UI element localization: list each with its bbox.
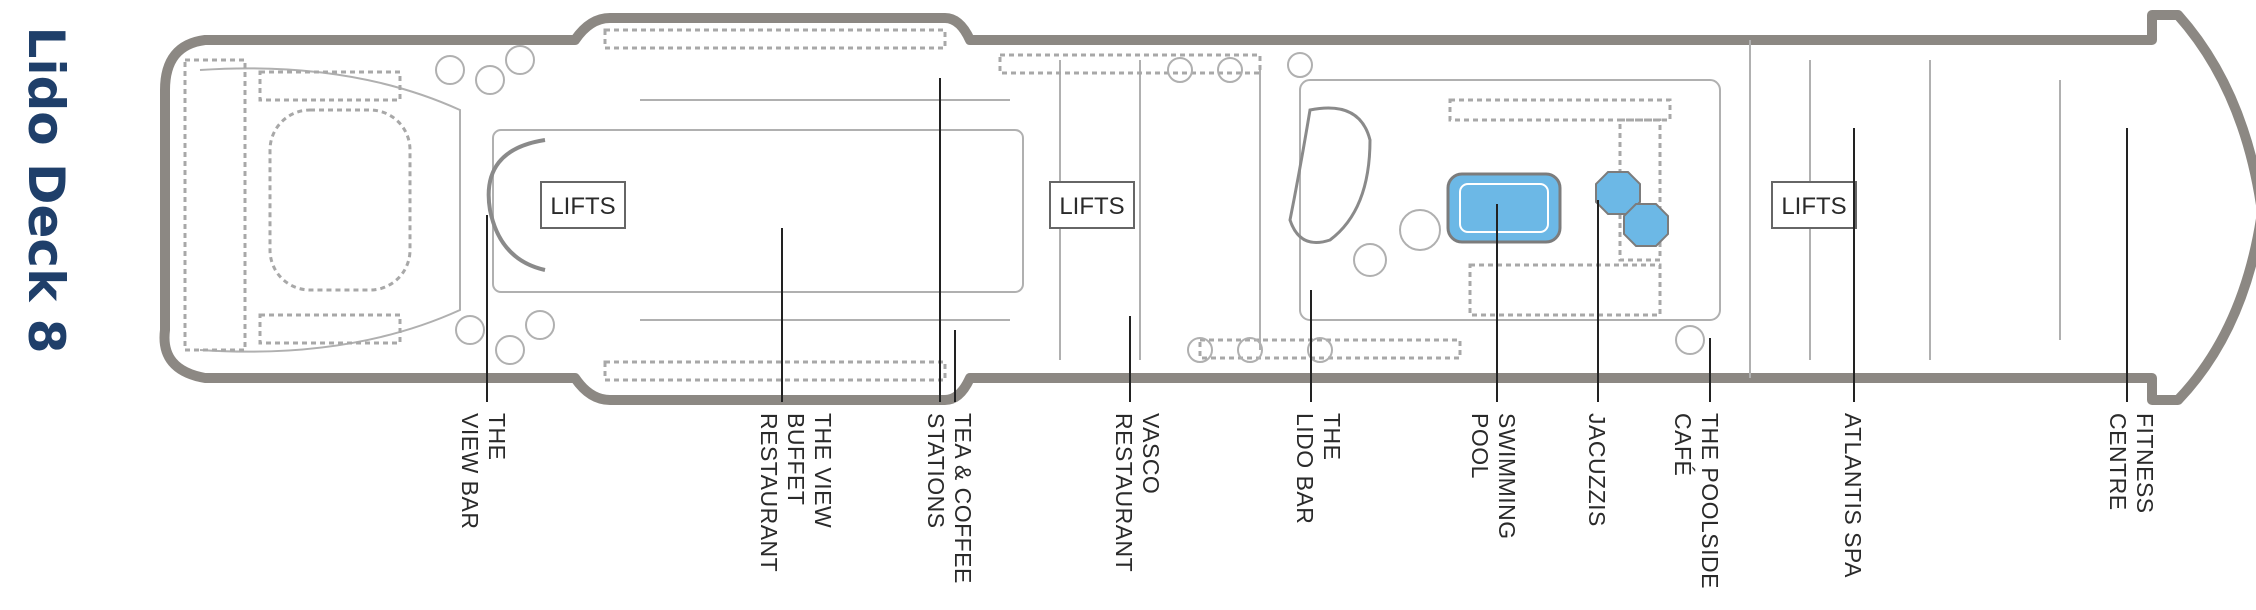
table-clusters [435, 45, 1705, 365]
lifts-box [1049, 181, 1135, 229]
view-bar-counter [486, 138, 546, 272]
lifts-label: LIFTS [550, 193, 615, 220]
seating-areas [183, 28, 1672, 382]
jacuzzi [1623, 203, 1669, 247]
lifts-box [1771, 181, 1857, 229]
swimming-pool [1446, 172, 1562, 244]
leader-lines [486, 78, 2128, 402]
label-jacuzzis: JACUZZIS [1584, 413, 1610, 527]
hull-outline [159, 10, 2256, 405]
lifts-box [540, 181, 626, 229]
label-atlantis-spa: ATLANTIS SPA [1840, 413, 1866, 578]
lifts-label: LIFTS [1059, 193, 1124, 220]
lido-bar-counter [1288, 106, 1372, 244]
lifts-label: LIFTS [1781, 193, 1846, 220]
